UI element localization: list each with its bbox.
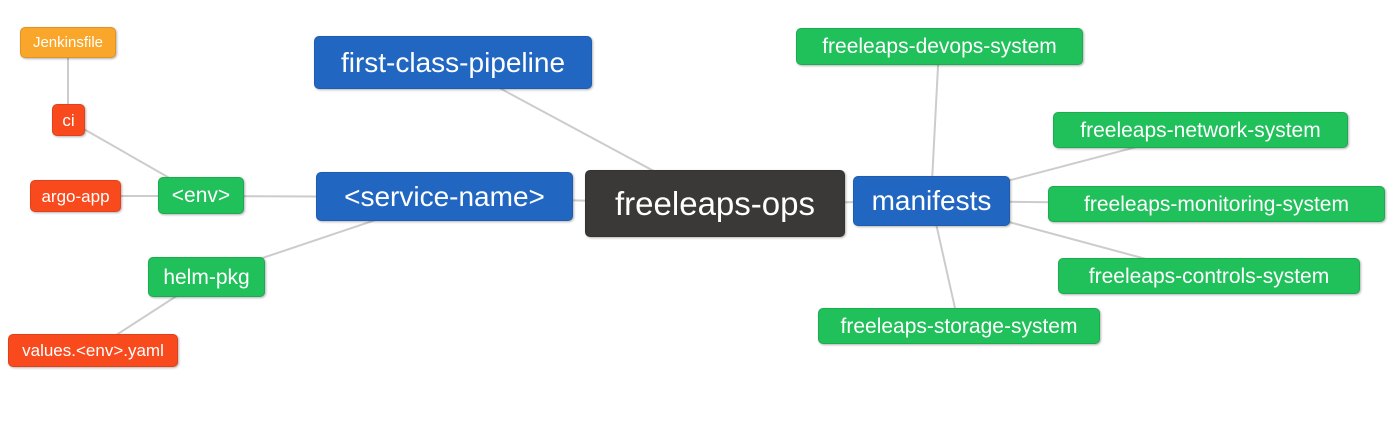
node-argo-app[interactable]: argo-app (30, 180, 121, 212)
node-freeleaps-monitoring-system[interactable]: freeleaps-monitoring-system (1048, 186, 1385, 222)
edge-manifests-devops (930, 46, 940, 202)
node-freeleaps-storage-system[interactable]: freeleaps-storage-system (818, 308, 1100, 344)
node-manifests[interactable]: manifests (853, 176, 1010, 226)
node-ci[interactable]: ci (52, 104, 85, 136)
node-service-name[interactable]: <service-name> (316, 172, 573, 221)
node-jenkinsfile[interactable]: Jenkinsfile (20, 27, 116, 58)
node-freeleaps-ops-root[interactable]: freeleaps-ops (585, 170, 845, 237)
node-freeleaps-network-system[interactable]: freeleaps-network-system (1053, 112, 1348, 148)
node-env[interactable]: <env> (158, 177, 244, 214)
node-helm-pkg[interactable]: helm-pkg (148, 257, 265, 297)
node-freeleaps-controls-system[interactable]: freeleaps-controls-system (1058, 258, 1360, 294)
node-first-class-pipeline[interactable]: first-class-pipeline (314, 36, 592, 89)
node-freeleaps-devops-system[interactable]: freeleaps-devops-system (796, 28, 1083, 65)
node-values-env-yaml[interactable]: values.<env>.yaml (8, 334, 178, 367)
